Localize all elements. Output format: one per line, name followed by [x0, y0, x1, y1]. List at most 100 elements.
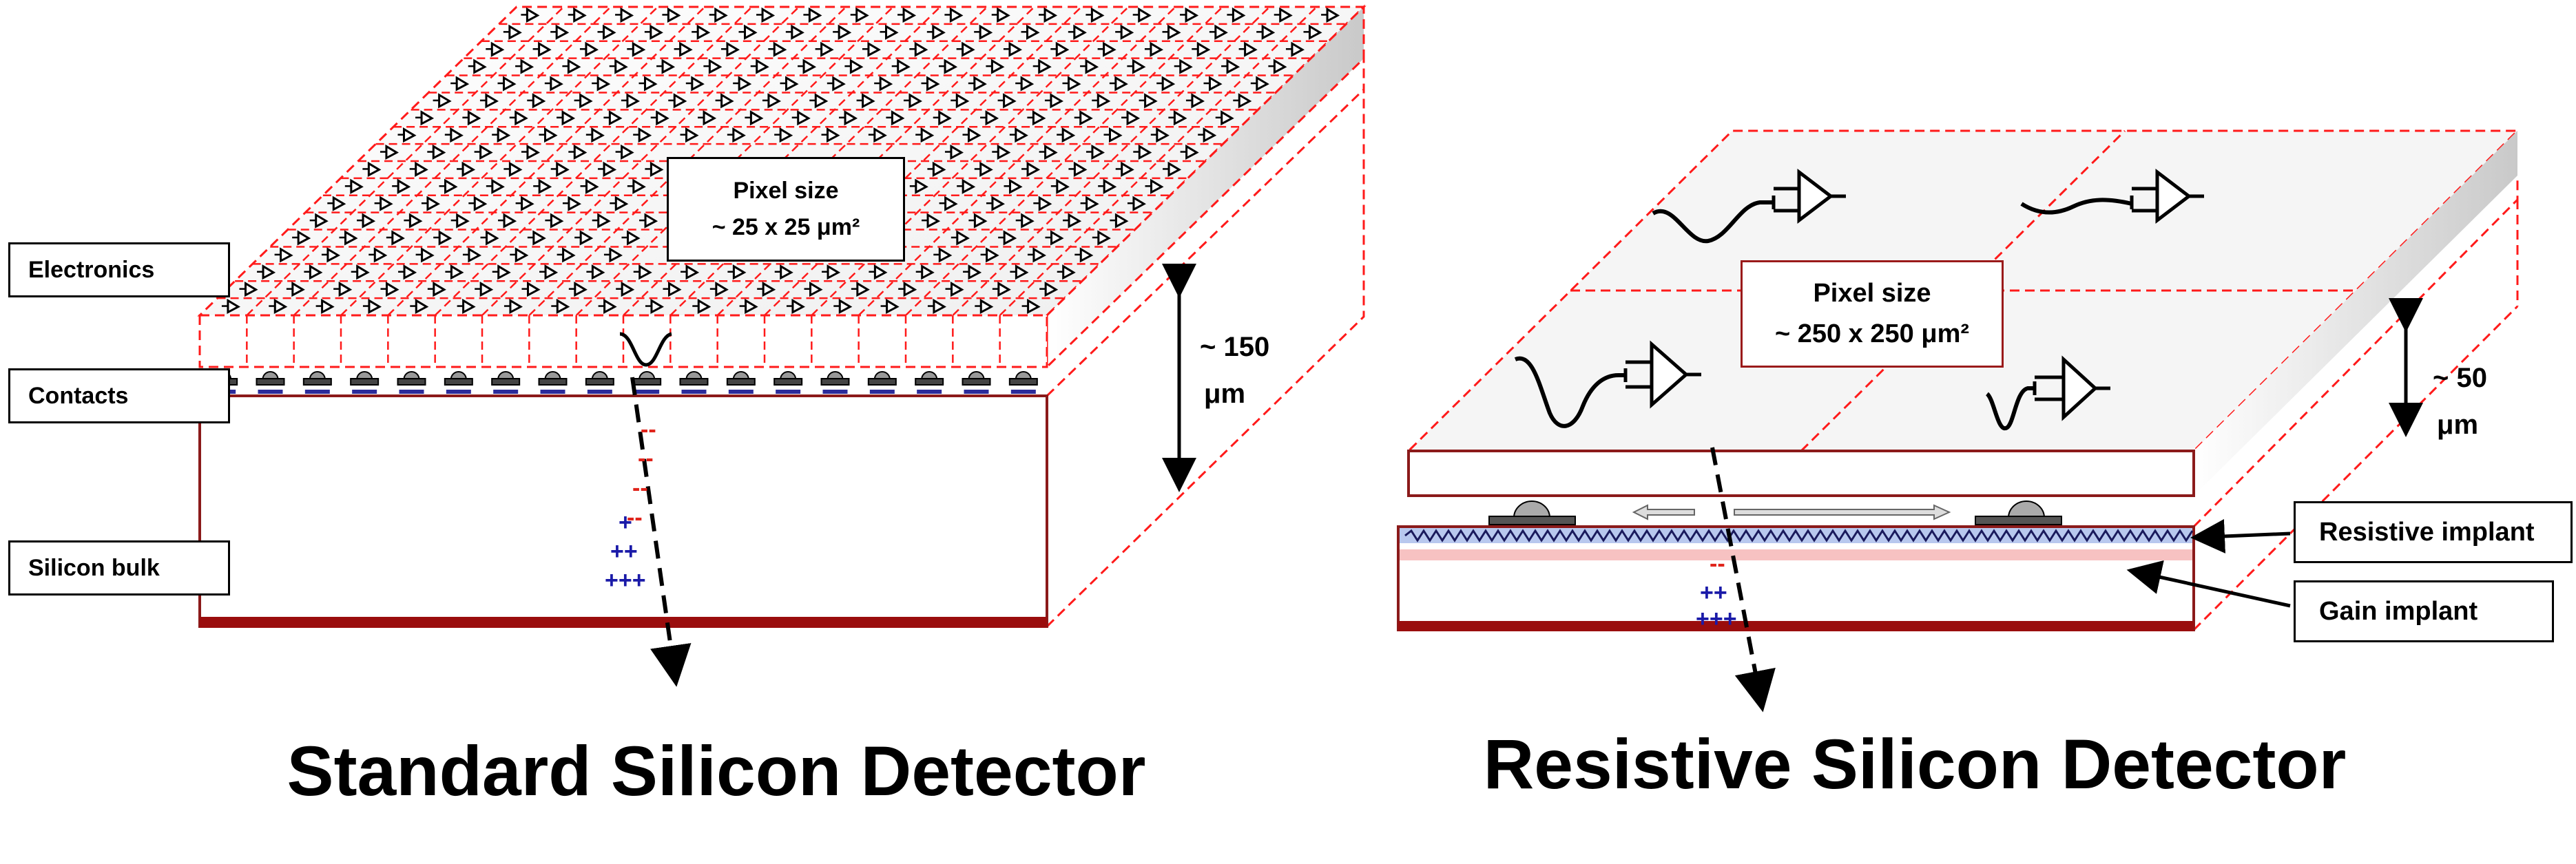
- amplifier-triangle-icon: [439, 178, 458, 194]
- amplifier-triangle-icon: [991, 7, 1010, 23]
- amplifier-triangle-icon: [662, 7, 681, 23]
- std-front-dividers: [246, 315, 1001, 367]
- amplifier-triangle-icon: [851, 282, 870, 297]
- amplifier-triangle-icon: [1110, 213, 1129, 229]
- amplifier-triangle-icon: [457, 298, 476, 315]
- rsd-sensor-bulk: [1397, 525, 2195, 631]
- amplifier-triangle-icon: [692, 298, 711, 315]
- amplifier-triangle-icon: [780, 76, 799, 92]
- amplifier-triangle-icon: [450, 213, 470, 229]
- amplifier-triangle-icon: [386, 230, 405, 246]
- amplifier-triangle-icon: [974, 161, 993, 177]
- amplifier-triangle-icon: [897, 7, 917, 23]
- amplifier-triangle-icon: [833, 24, 852, 40]
- amplifier-triangle-icon: [269, 298, 288, 315]
- amplifier-triangle-icon: [709, 7, 728, 23]
- amplifier-triangle-icon: [450, 76, 470, 92]
- standard-detector: [197, 4, 1367, 687]
- rsd-gain-layer: [1400, 549, 2192, 560]
- silicon-bulk-label: Silicon bulk: [8, 540, 230, 596]
- amplifier-triangle-icon: [603, 247, 623, 263]
- amplifier-triangle-icon: [286, 282, 305, 297]
- amplifier-triangle-icon: [1180, 144, 1199, 160]
- amplifier-triangle-icon: [474, 144, 493, 160]
- amplifier-triangle-icon: [503, 24, 522, 40]
- amplifier-triangle-icon: [557, 110, 576, 126]
- bump-bond-icon: [773, 371, 803, 394]
- amplifier-triangle-icon: [239, 282, 258, 297]
- amplifier-triangle-icon: [1027, 247, 1046, 263]
- amplifier-triangle-icon: [421, 196, 440, 211]
- amplifier-triangle-icon: [433, 230, 453, 246]
- rsd-pad-readout-back-left: [1652, 168, 1846, 244]
- pixel-grid-line: [340, 6, 658, 316]
- amplifier-triangle-icon: [444, 127, 464, 143]
- bump-bond-icon: [491, 371, 521, 394]
- amplifier-triangle-icon: [1238, 41, 1258, 57]
- amplifier-triangle-icon: [685, 76, 705, 92]
- gain-implant-pointer: [2126, 560, 2291, 608]
- amplifier-triangle-icon: [521, 7, 540, 23]
- amplifier-triangle-icon: [1174, 59, 1193, 74]
- amplifier-triangle-icon: [515, 59, 534, 74]
- bump-bond-icon: [820, 371, 850, 394]
- amplifier-triangle-icon: [221, 298, 240, 315]
- amplifier-triangle-icon: [1039, 144, 1058, 160]
- amplifier-triangle-icon: [927, 161, 946, 177]
- amplifier-triangle-icon: [562, 196, 581, 211]
- std-backplane: [200, 617, 1047, 628]
- amplifier-triangle-icon: [922, 213, 941, 229]
- amplifier-triangle-icon: [475, 282, 494, 297]
- amplifier-triangle-icon: [785, 24, 804, 40]
- amplifier-triangle-icon: [1086, 7, 1105, 23]
- amplifier-triangle-icon: [1062, 76, 1081, 92]
- rsd-pad-readout-front-right: [1985, 355, 2110, 430]
- amplifier-triangle-icon: [968, 213, 988, 229]
- amplifier-triangle-icon: [627, 41, 646, 57]
- amplifier-triangle-icon: [409, 161, 428, 177]
- amplifier-triangle-icon: [756, 7, 776, 23]
- amplifier-triangle-icon: [703, 59, 723, 74]
- amplifier-triangle-icon: [1080, 196, 1099, 211]
- amplifier-triangle-icon: [739, 298, 758, 315]
- amplifier-triangle-icon: [1256, 24, 1276, 40]
- amplifier-triangle-icon: [868, 127, 887, 143]
- bump-bond-icon: [585, 371, 614, 394]
- amplifier-triangle-icon: [616, 282, 635, 297]
- bump-bond-icon: [538, 371, 568, 394]
- amplifier-triangle-icon: [1150, 127, 1170, 143]
- amplifier-triangle-icon: [633, 127, 652, 143]
- amplifier-triangle-icon: [909, 41, 928, 57]
- resistive-implant-label: Resistive implant: [2294, 501, 2573, 563]
- amplifier-triangle-icon: [585, 127, 605, 143]
- amplifier-triangle-icon: [650, 110, 669, 126]
- amplifier-triangle-icon: [674, 41, 693, 57]
- amplifier-triangle-icon: [468, 59, 487, 74]
- amplifier-triangle-icon: [927, 298, 946, 315]
- amplifier-triangle-icon: [921, 76, 940, 92]
- amplifier-triangle-icon: [1044, 93, 1063, 109]
- amplifier-triangle-icon: [492, 127, 511, 143]
- amplifier-triangle-icon: [598, 161, 617, 177]
- amplifier-triangle-icon: [821, 127, 840, 143]
- amplifier-triangle-icon: [497, 76, 517, 92]
- bump-bond-icon: [397, 371, 426, 394]
- std-bulk-wireframe: [1046, 59, 1365, 628]
- amplifier-triangle-icon: [798, 59, 817, 74]
- amplifier-triangle-icon: [980, 110, 999, 126]
- amplifier-triangle-icon: [1080, 59, 1099, 74]
- amplifier-triangle-icon: [681, 264, 700, 280]
- resistive-implant-pointer: [2190, 518, 2291, 554]
- rsd-backplane: [1398, 621, 2194, 631]
- amplifier-triangle-icon: [803, 7, 822, 23]
- amplifier-triangle-icon: [468, 196, 488, 211]
- pixel-grid-line: [811, 6, 1130, 316]
- amplifier-triangle-icon: [1057, 264, 1076, 280]
- amplifier-triangle-icon: [809, 93, 829, 109]
- amplifier-triangle-icon: [327, 196, 346, 211]
- rsd-title: Resistive Silicon Detector: [1483, 725, 2347, 803]
- amplifier-triangle-icon: [503, 161, 523, 177]
- amplifier-triangle-icon: [850, 7, 869, 23]
- amplifier-triangle-icon: [1039, 7, 1058, 23]
- rsd-pad-readout-back-right: [2020, 168, 2204, 224]
